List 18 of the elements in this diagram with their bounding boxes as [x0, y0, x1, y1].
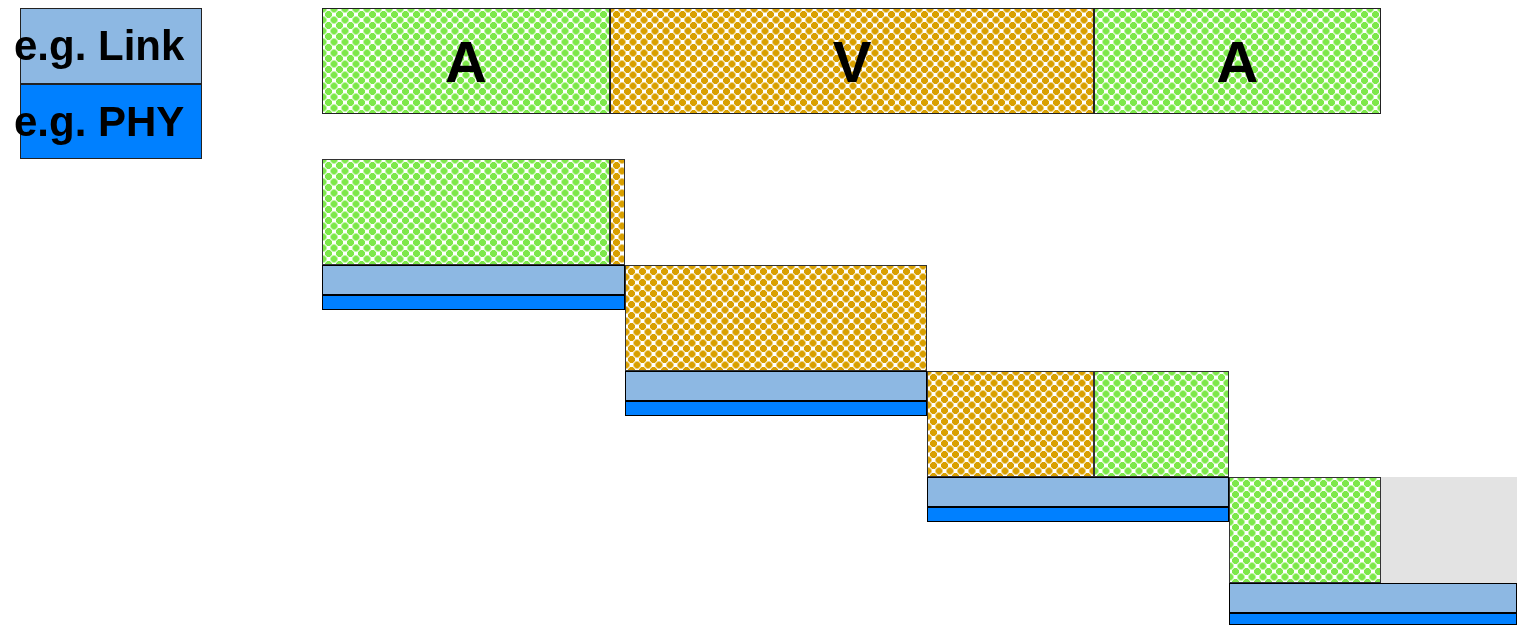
- segment-block: [610, 8, 1094, 114]
- padding-block: [1381, 477, 1517, 583]
- fragment-block: [1229, 477, 1381, 583]
- phy-layer-bar: [927, 507, 1229, 522]
- phy-layer-bar: [1229, 613, 1517, 625]
- fragment-block: [625, 265, 927, 371]
- link-layer-bar: [927, 477, 1229, 507]
- phy-layer-bar: [625, 401, 927, 416]
- phy-layer-bar: [322, 295, 625, 310]
- link-layer-bar: [1229, 583, 1517, 613]
- link-layer-bar: [322, 265, 625, 295]
- segment-block: [1094, 8, 1381, 114]
- fragment-block: [610, 159, 625, 265]
- fragment-block: [1094, 371, 1229, 477]
- fragment-block: [927, 371, 1094, 477]
- fragment-block: [322, 159, 610, 265]
- link-layer-bar: [625, 371, 927, 401]
- segment-block: [322, 8, 610, 114]
